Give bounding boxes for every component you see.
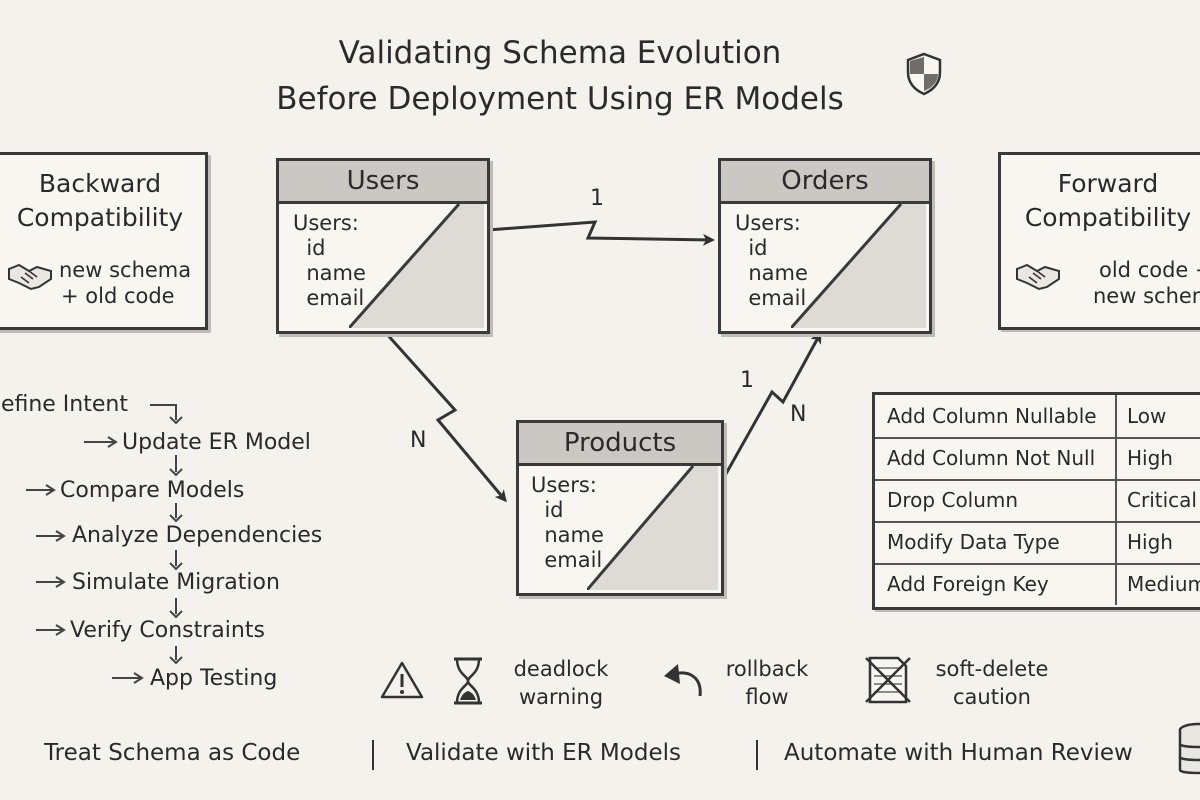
entity-hatch-decoration	[791, 204, 926, 328]
rollback-flow-line-2: flow	[745, 685, 789, 709]
entity-hatch-decoration	[349, 204, 484, 328]
entity-products-fields: Users: id name email	[531, 473, 604, 572]
forward-text-line-1: old code +	[1099, 258, 1200, 282]
entity-products-name: Products	[519, 423, 721, 466]
cardinality-users-orders: 1	[590, 186, 604, 211]
risk-level-cell: Critical	[1127, 488, 1197, 512]
risk-table-divider	[1115, 479, 1117, 521]
risk-table-row: Drop Column Critical	[875, 479, 1200, 523]
entity-orders-fields: Users: id name email	[735, 211, 808, 310]
step-update-er-model: Update ER Model	[122, 430, 311, 455]
footer-principle-automate-review: Automate with Human Review	[784, 740, 1133, 766]
footer-divider	[756, 740, 758, 770]
entity-users[interactable]: Users Users: id name email	[276, 158, 490, 334]
risk-change-cell: Add Column Not Null	[887, 446, 1096, 470]
page-title: Validating Schema Evolution Before Deplo…	[230, 30, 890, 122]
forward-text-line-2: new schema	[1093, 284, 1200, 308]
relationship-users-products	[383, 330, 507, 503]
database-icon	[1178, 722, 1200, 775]
step-analyze-dependencies: Analyze Dependencies	[72, 523, 323, 548]
step-flow-connectors	[150, 404, 177, 660]
handshake-icon	[1016, 263, 1060, 291]
hourglass-icon	[454, 657, 482, 705]
relationship-users-orders	[487, 220, 715, 246]
soft-delete-caution-line-2: caution	[953, 685, 1031, 709]
undo-arrow-icon	[664, 664, 702, 697]
step-compare-models: Compare Models	[60, 478, 245, 503]
relationship-products-orders	[716, 331, 822, 489]
risk-table-divider	[1115, 395, 1117, 437]
risk-change-cell: Modify Data Type	[887, 530, 1060, 554]
backward-compatibility-card: Backward Compatibility new schema + old …	[0, 152, 208, 330]
forward-title-line-2: Compatibility	[1024, 203, 1192, 232]
forward-compatibility-clip: Forward Compatibility old code + new sch…	[994, 148, 1200, 332]
shield-icon	[906, 52, 942, 96]
risk-level-cell: Medium	[1127, 572, 1200, 596]
risk-change-cell: Add Column Nullable	[887, 404, 1097, 428]
cardinality-products-orders-many: N	[790, 402, 807, 427]
backward-text-line-1: new schema	[59, 258, 192, 282]
footer-divider	[372, 740, 374, 770]
step-simulate-migration: Simulate Migration	[72, 570, 280, 595]
backward-title-line-2: Compatibility	[16, 203, 184, 232]
deadlock-warning-line-2: warning	[518, 685, 604, 709]
title-line-2: Before Deployment Using ER Models	[276, 81, 844, 117]
risk-table-row: Add Column Not Null High	[875, 437, 1200, 481]
handshake-icon	[8, 263, 52, 291]
cardinality-users-products: N	[410, 428, 427, 453]
risk-level-cell: Low	[1127, 404, 1167, 428]
footer-principle-validate-er: Validate with ER Models	[406, 740, 681, 766]
risk-table-divider	[1115, 437, 1117, 479]
entity-hatch-decoration	[587, 466, 718, 590]
crossed-file-icon	[865, 656, 911, 704]
footer-principle-schema-as-code: Treat Schema as Code	[44, 740, 301, 766]
forward-title-line-1: Forward	[1057, 169, 1159, 198]
deadlock-warning-line-1: deadlock	[513, 657, 609, 681]
entity-products[interactable]: Products Users: id name email	[516, 420, 724, 596]
risk-table-row: Add Foreign Key Medium	[875, 563, 1200, 605]
risk-table-row: Add Column Nullable Low	[875, 395, 1200, 439]
entity-orders-name: Orders	[721, 161, 929, 204]
backward-text-line-2: + old code	[61, 284, 175, 308]
risk-level-cell: High	[1127, 530, 1173, 554]
backward-title-line-1: Backward	[38, 169, 162, 198]
entity-orders[interactable]: Orders Users: id name email	[718, 158, 932, 334]
entity-users-fields: Users: id name email	[293, 211, 366, 310]
warning-triangle-icon	[380, 661, 424, 699]
risk-change-cell: Drop Column	[887, 488, 1019, 512]
cardinality-products-orders-one: 1	[740, 368, 754, 393]
step-define-intent: Define Intent	[0, 392, 128, 417]
risk-level-cell: High	[1127, 446, 1173, 470]
title-line-1: Validating Schema Evolution	[338, 35, 782, 71]
step-app-testing: App Testing	[150, 666, 278, 691]
risk-change-cell: Add Foreign Key	[887, 572, 1049, 596]
step-verify-constraints: Verify Constraints	[70, 618, 265, 643]
entity-users-name: Users	[279, 161, 487, 204]
risk-table-row: Modify Data Type High	[875, 521, 1200, 565]
rollback-flow-line-1: rollback	[725, 657, 809, 681]
step-arrows	[26, 416, 183, 684]
forward-compatibility-card: Forward Compatibility old code + new sch…	[998, 152, 1200, 330]
soft-delete-caution-line-1: soft-delete	[935, 657, 1049, 681]
risk-table-divider	[1115, 521, 1117, 563]
risk-table-divider	[1115, 563, 1117, 605]
